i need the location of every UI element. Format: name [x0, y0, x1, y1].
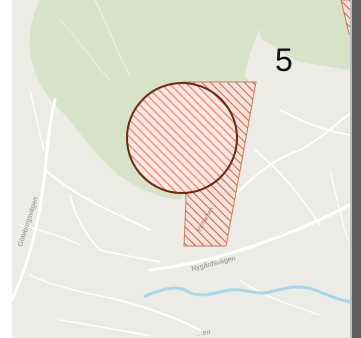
map-right-edge	[350, 0, 361, 338]
trail	[94, 0, 131, 76]
road-network	[10, 89, 356, 337]
frame-left	[0, 0, 12, 338]
zone-number-label: 5	[275, 42, 293, 78]
forest-area-main	[45, 0, 361, 72]
map-right-edge-light	[350, 0, 352, 338]
trail	[59, 19, 111, 81]
hatched-circle-marker[interactable]	[126, 82, 238, 194]
stream	[143, 285, 352, 304]
road-label-bottom: …en	[195, 329, 211, 338]
